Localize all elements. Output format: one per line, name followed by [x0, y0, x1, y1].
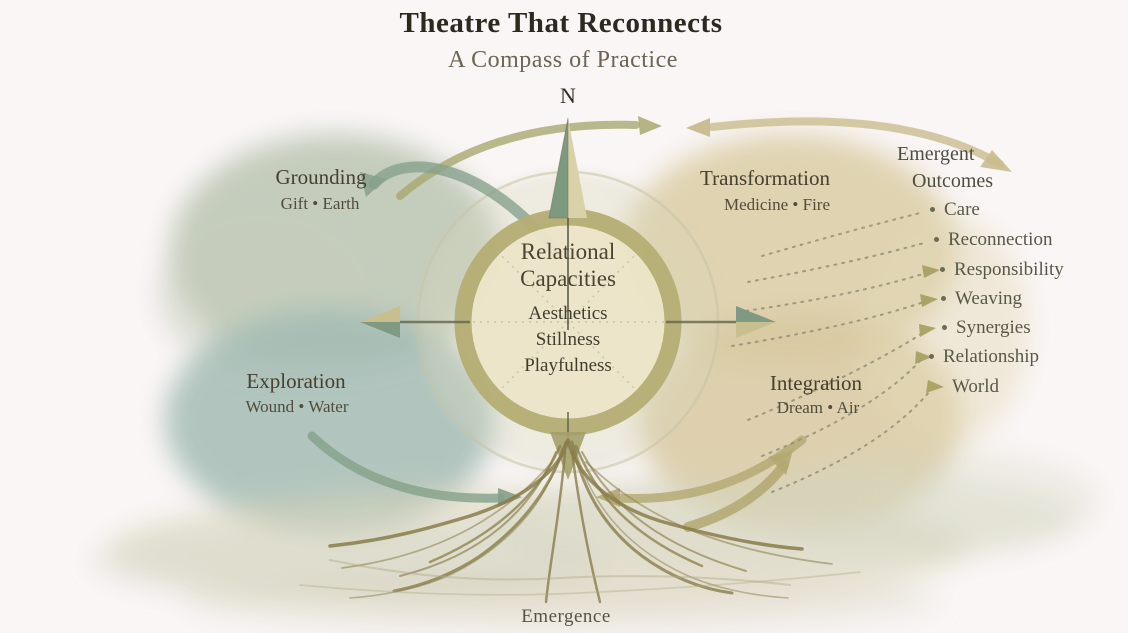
emergent-outcomes-heading: Emergent Outcomes: [897, 141, 993, 195]
bullet-icon: [929, 353, 934, 359]
emergence-label: Emergence: [521, 606, 611, 627]
outcome-synergies: Synergies: [942, 317, 1031, 339]
outcome-world-label: World: [952, 376, 1000, 397]
outcome-reconnection: Reconnection: [934, 229, 1052, 251]
outcome-synergies-label: Synergies: [956, 317, 1031, 338]
outcome-care-label: Care: [944, 199, 980, 220]
bullet-icon: [934, 236, 939, 242]
center-capacities: Aesthetics Stillness Playfulness: [524, 301, 612, 379]
roots-illustration: [299, 438, 861, 604]
outcomes-heading-line2: Outcomes: [912, 170, 994, 192]
outcome-care: Care: [930, 199, 980, 221]
south-pointer: [550, 412, 586, 480]
outcome-arrowheads: [915, 265, 944, 393]
outcome-weaving: Weaving: [941, 288, 1022, 310]
north-label: N: [560, 83, 576, 108]
outcome-world: World: [952, 376, 999, 398]
outcomes-heading-line1: Emergent: [897, 143, 975, 165]
bullet-icon: [941, 295, 946, 301]
capacity-aesthetics: Aesthetics: [528, 303, 608, 324]
capacity-playfulness: Playfulness: [524, 355, 612, 376]
outcome-responsibility-label: Responsibility: [954, 259, 1064, 280]
quadrant-transformation-keywords: Medicine • Fire: [723, 195, 831, 214]
bullet-icon: [942, 324, 947, 330]
quadrant-integration-keywords: Dream • Air: [776, 398, 860, 417]
quadrant-transformation-name: Transformation: [700, 166, 830, 190]
outcome-responsibility: Responsibility: [940, 259, 1064, 281]
watercolor-blobs: [90, 134, 1100, 633]
capacity-stillness: Stillness: [535, 329, 601, 350]
center-heading-line2: Capacities: [520, 266, 616, 291]
center-heading-line1: Relational: [520, 239, 616, 264]
compass-needle: [548, 117, 587, 330]
quadrant-grounding-keywords: Gift • Earth: [280, 194, 360, 213]
bullet-icon: [930, 206, 935, 212]
east-arrow: [666, 306, 776, 338]
outcome-connectors: [731, 212, 931, 493]
outcome-reconnection-label: Reconnection: [948, 229, 1053, 250]
quadrant-integration-name: Integration: [769, 371, 863, 395]
quadrant-exploration-name: Exploration: [246, 369, 346, 393]
west-arrow: [360, 306, 470, 338]
outcome-relationship: Relationship: [929, 346, 1039, 368]
quadrant-exploration-keywords: Wound • Water: [245, 397, 349, 416]
page-subtitle: A Compass of Practice: [448, 47, 678, 73]
outcome-weaving-label: Weaving: [955, 288, 1023, 309]
outcome-relationship-label: Relationship: [943, 346, 1040, 367]
quadrant-grounding-name: Grounding: [275, 165, 367, 189]
bullet-icon: [940, 266, 945, 272]
center-heading: Relational Capacities: [520, 238, 616, 292]
page-title: Theatre That Reconnects: [399, 7, 723, 39]
